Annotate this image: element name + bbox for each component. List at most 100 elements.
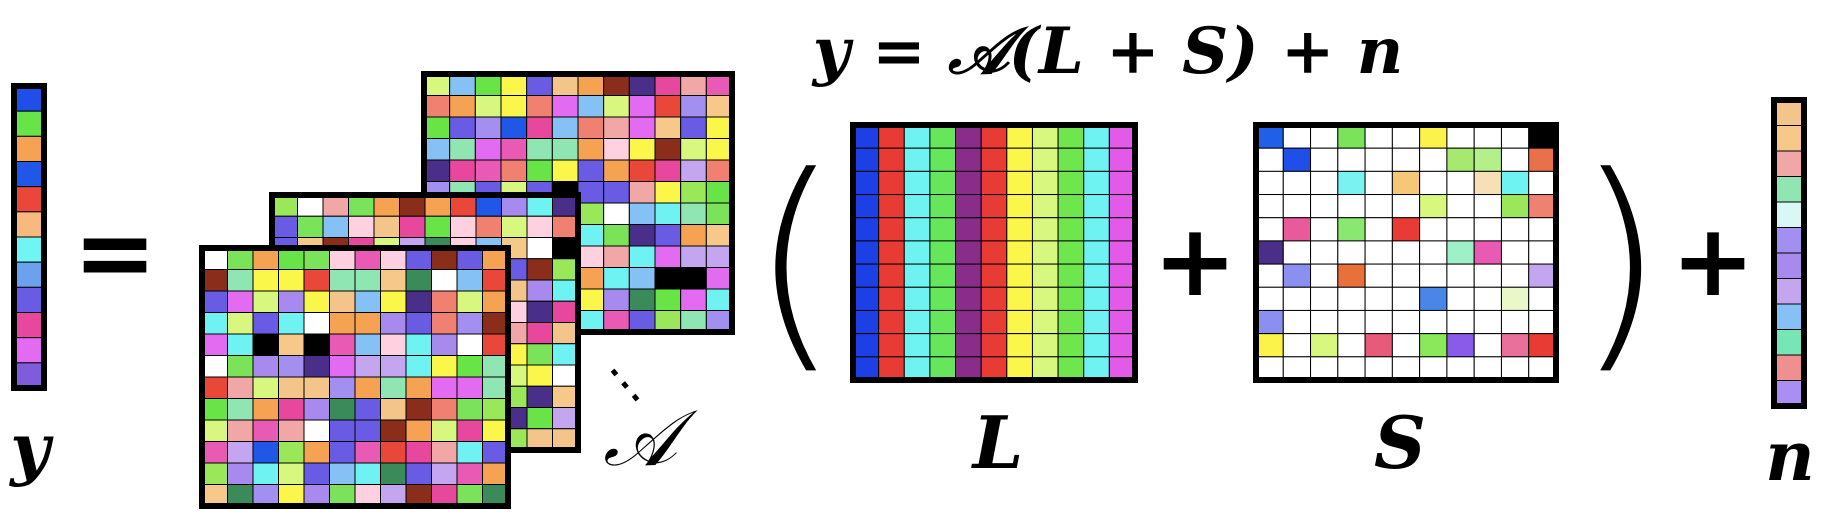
a-cell — [680, 288, 707, 311]
s-label: S — [1374, 400, 1426, 485]
l-cell — [980, 170, 1008, 196]
l-cell — [878, 286, 905, 311]
l-cell — [1108, 147, 1136, 172]
s-cell — [1255, 263, 1284, 288]
a-cell — [227, 419, 254, 442]
a-cell — [456, 376, 483, 399]
a-cell — [526, 73, 553, 96]
l-cell — [1083, 356, 1110, 381]
a-cell — [405, 333, 432, 356]
a-cell — [329, 398, 356, 421]
a-cell — [628, 95, 656, 118]
a-cell — [475, 194, 502, 217]
s-cell — [1446, 356, 1475, 381]
s-cell — [1364, 124, 1393, 149]
s-cell — [1282, 356, 1312, 381]
a-cell — [252, 484, 279, 507]
l-cell — [852, 147, 880, 172]
a-cell — [431, 355, 458, 378]
a-cell — [552, 407, 579, 430]
s-cell — [1364, 170, 1393, 196]
s-cell — [1255, 124, 1284, 149]
a-cell — [552, 322, 579, 345]
a-cell — [577, 267, 605, 290]
l-cell — [1031, 147, 1059, 172]
a-cell — [348, 215, 375, 238]
a-cell — [354, 376, 381, 399]
s-cell — [1255, 356, 1284, 381]
a-cell — [278, 419, 305, 442]
a-cell — [303, 419, 330, 442]
a-cell — [431, 290, 458, 313]
a-cell — [456, 269, 483, 292]
a-cell — [431, 269, 458, 292]
a-cell — [252, 398, 279, 421]
a-cell — [252, 355, 279, 378]
l-cell — [1083, 333, 1110, 358]
l-cell — [955, 309, 982, 335]
a-cell — [482, 269, 509, 292]
a-cell — [329, 290, 356, 313]
a-cell — [552, 237, 579, 260]
s-cell — [1310, 240, 1339, 265]
a-cell — [201, 419, 228, 442]
l-cell — [929, 240, 957, 265]
a-cell — [227, 398, 254, 421]
l-cell — [980, 194, 1008, 219]
a-cell — [252, 441, 279, 464]
l-cell — [878, 356, 905, 381]
a-cell — [303, 333, 330, 356]
a-cell — [227, 355, 254, 378]
a-cell — [577, 202, 605, 225]
s-cell — [1364, 240, 1393, 265]
a-cell — [380, 462, 407, 485]
n-vector-cell — [1773, 227, 1805, 254]
s-cell — [1282, 240, 1312, 265]
l-cell — [878, 309, 905, 335]
s-cell — [1473, 263, 1502, 288]
s-cell — [1528, 263, 1557, 288]
l-cell — [1057, 309, 1085, 335]
a-cell — [431, 333, 458, 356]
a-cell — [348, 194, 375, 217]
s-cell — [1337, 170, 1366, 196]
s-cell — [1500, 309, 1530, 335]
s-cell — [1500, 240, 1530, 265]
a-cell — [603, 181, 630, 204]
y-vector-cell — [13, 85, 45, 112]
a-cell — [329, 312, 356, 335]
a-cell — [552, 194, 579, 217]
a-cell — [303, 462, 330, 485]
s-cell — [1528, 194, 1557, 219]
a-cell — [526, 428, 553, 451]
s-cell — [1391, 286, 1421, 311]
a-cell — [628, 288, 656, 311]
l-cell — [1108, 286, 1136, 311]
s-cell — [1419, 309, 1448, 335]
a-cell — [654, 267, 682, 290]
a-cell — [456, 419, 483, 442]
l-cell — [1031, 263, 1059, 288]
s-cell — [1446, 147, 1475, 172]
s-cell — [1310, 170, 1339, 196]
l-cell — [980, 263, 1008, 288]
s-cell — [1337, 309, 1366, 335]
a-cell — [380, 398, 407, 421]
a-cell — [680, 159, 707, 182]
s-cell — [1446, 217, 1475, 242]
l-cell — [1108, 309, 1136, 335]
s-cell — [1528, 170, 1557, 196]
s-cell — [1310, 217, 1339, 242]
s-cell — [1282, 217, 1312, 242]
l-cell — [1031, 309, 1059, 335]
l-cell — [1083, 263, 1110, 288]
a-cell — [705, 202, 733, 225]
a-cell — [577, 181, 605, 204]
a-cell — [577, 159, 605, 182]
a-cell — [405, 247, 432, 270]
a-cell — [705, 116, 733, 139]
a-label: 𝒜 — [603, 394, 698, 484]
l-cell — [852, 309, 880, 335]
l-cell — [852, 124, 880, 149]
l-cell — [1006, 286, 1033, 311]
